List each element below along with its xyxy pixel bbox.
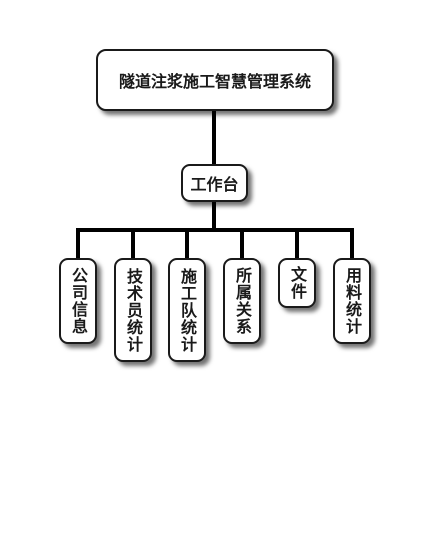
module-label: 所属关系 <box>233 267 252 335</box>
hub-node: 工作台 <box>181 164 248 202</box>
root-node-label: 隧道注浆施工智慧管理系统 <box>118 72 311 91</box>
module-node-affiliation: 所属关系 <box>223 258 261 344</box>
module-node-files: 文件 <box>278 258 316 308</box>
module-label: 施工队统计 <box>178 267 197 353</box>
module-node-material-stats: 用料统计 <box>333 258 371 344</box>
module-node-technician-stats: 技术员统计 <box>114 258 152 362</box>
hub-node-label: 工作台 <box>190 175 239 194</box>
module-node-company-info: 公司信息 <box>59 258 97 344</box>
module-label: 文件 <box>288 266 307 300</box>
module-label: 用料统计 <box>343 267 362 335</box>
root-node: 隧道注浆施工智慧管理系统 <box>96 49 334 111</box>
module-label: 公司信息 <box>69 267 88 335</box>
module-label: 技术员统计 <box>124 267 143 353</box>
module-node-crew-stats: 施工队统计 <box>168 258 206 362</box>
